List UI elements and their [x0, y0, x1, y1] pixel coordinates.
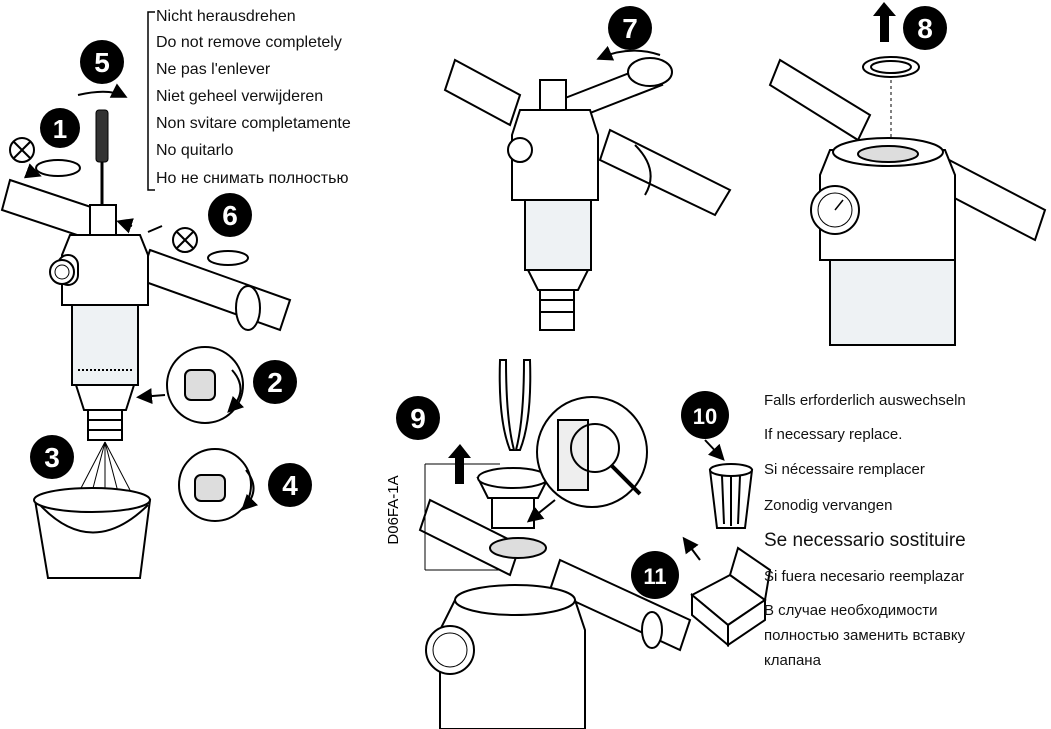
step-number: 7	[622, 13, 638, 44]
part-code-label: D06FA-1A	[385, 475, 402, 544]
replace-line-en: If necessary replace.	[764, 426, 903, 443]
warning-line-it: Non svitare completamente	[156, 115, 351, 132]
text-bracket	[147, 11, 155, 191]
step-number: 4	[282, 470, 298, 501]
prohibited-icon	[172, 227, 249, 266]
up-arrow-icon	[873, 2, 896, 42]
detail-circle	[136, 346, 245, 424]
step-number: 1	[53, 114, 67, 144]
step-number: 9	[410, 403, 426, 434]
warning-line-fr: Ne pas l'enlever	[156, 61, 271, 78]
replace-line-ru-2: полностью заменить вставку	[764, 627, 966, 644]
step-badge-11: 11	[631, 551, 679, 599]
warning-line-ru: Но не снимать полностью	[156, 170, 349, 187]
bucket-icon	[33, 487, 152, 579]
warning-line-en: Do not remove completely	[156, 34, 342, 51]
up-arrow-icon	[448, 444, 471, 484]
panel-main-filter	[0, 11, 292, 579]
step-number: 6	[222, 200, 238, 231]
step-number: 8	[917, 13, 933, 44]
step-badge-9: 9	[396, 396, 440, 440]
step-number: 10	[693, 404, 717, 429]
detail-circle	[536, 396, 648, 508]
panel-wrench	[443, 45, 732, 331]
step-badge-6: 6	[208, 193, 252, 237]
rotate-arrow-icon	[23, 83, 128, 179]
replace-line-fr: Si nécessaire remplacer	[764, 461, 925, 478]
water-spray	[79, 441, 131, 494]
box-icon	[682, 536, 772, 648]
pipe	[0, 178, 292, 332]
arrow-icon	[116, 218, 163, 234]
magnifier-icon	[570, 423, 642, 496]
step-badge-8: 8	[903, 6, 947, 50]
replace-line-ru-3: клапана	[764, 652, 821, 669]
pliers-icon	[498, 359, 532, 451]
step-badge-1: 1	[40, 108, 80, 148]
replace-line-es: Si fuera necesario reemplazar	[764, 568, 965, 585]
step-badge-4: 4	[268, 463, 312, 507]
step-badge-7: 7	[608, 6, 652, 50]
replace-line-de: Falls erforderlich auswechseln	[764, 392, 966, 409]
prohibited-icon	[9, 137, 35, 163]
step-badge-10: 10	[681, 391, 729, 439]
step-badge-2: 2	[253, 360, 297, 404]
replace-line-it: Se necessario sostituire	[764, 530, 966, 551]
trash-bin-icon	[704, 439, 754, 529]
filter-body	[49, 204, 149, 441]
step-badge-5: 5	[80, 40, 124, 84]
replace-line-ru-1: В случае необходимости	[764, 602, 938, 619]
panel-ring-removal	[768, 56, 1047, 346]
warning-line-nl: Niet geheel verwijderen	[156, 88, 324, 105]
step-badge-3: 3	[30, 435, 74, 479]
warning-line-de: Nicht herausdrehen	[156, 8, 296, 25]
rotate-arrow-icon	[596, 45, 661, 61]
step-number: 3	[44, 442, 60, 473]
step-number: 5	[94, 47, 110, 78]
warning-line-es: No quitarlo	[156, 142, 234, 159]
mesh-strainer	[489, 537, 547, 559]
step-number: 11	[643, 564, 666, 589]
replace-line-nl: Zonodig vervangen	[764, 497, 893, 514]
step-number: 2	[267, 367, 283, 398]
panel-insert-replacement	[418, 359, 692, 729]
detail-circle	[178, 448, 259, 522]
screwdriver-icon	[95, 109, 109, 205]
